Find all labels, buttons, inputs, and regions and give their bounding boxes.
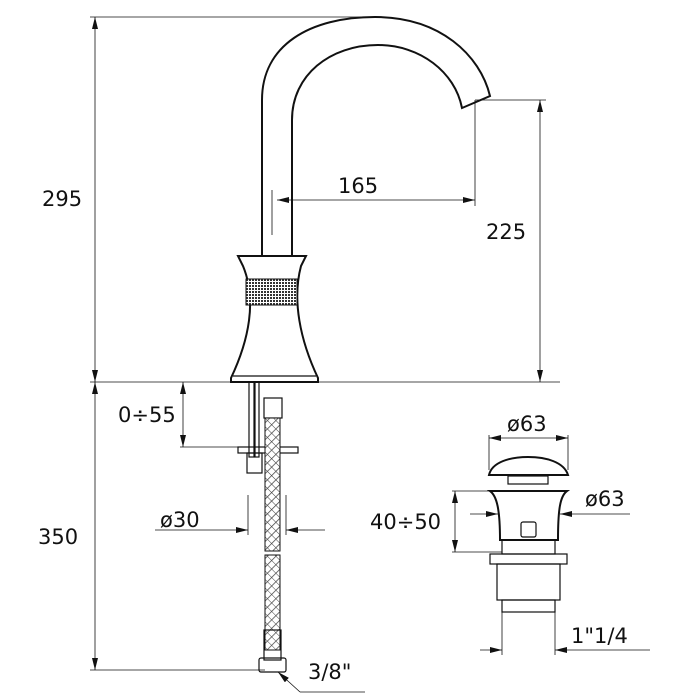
label-height-total: 295 xyxy=(42,187,83,211)
dimension-cap-diameter xyxy=(488,435,569,470)
label-spout-reach: 165 xyxy=(338,174,379,198)
label-basin-thickness: 40÷50 xyxy=(370,510,442,534)
label-cap-diameter: ø63 xyxy=(507,412,547,436)
dimension-deck-thickness xyxy=(180,382,250,448)
label-hole-diameter: ø30 xyxy=(160,508,200,532)
label-spout-height: 225 xyxy=(486,220,527,244)
dimension-hole-diameter xyxy=(155,495,325,535)
dimension-350 xyxy=(90,381,560,671)
label-hose-thread: 3/8" xyxy=(308,660,352,684)
dimension-295 xyxy=(90,16,375,382)
dimension-225 xyxy=(475,99,546,382)
label-drain-thread: 1"1/4 xyxy=(571,624,628,648)
thread-leader xyxy=(277,671,301,693)
dimension-165 xyxy=(277,100,476,206)
flexible-hose xyxy=(258,417,287,673)
label-deck-thickness: 0÷55 xyxy=(118,403,176,427)
label-hose-length: 350 xyxy=(38,525,79,549)
drain-valve xyxy=(486,455,571,613)
dimension-drain-thread xyxy=(480,612,650,655)
faucet-body xyxy=(230,255,319,383)
knurled-band xyxy=(245,278,298,306)
dimension-basin-thickness xyxy=(452,490,502,553)
label-flange-diameter: ø63 xyxy=(585,487,625,511)
spout xyxy=(261,15,492,259)
